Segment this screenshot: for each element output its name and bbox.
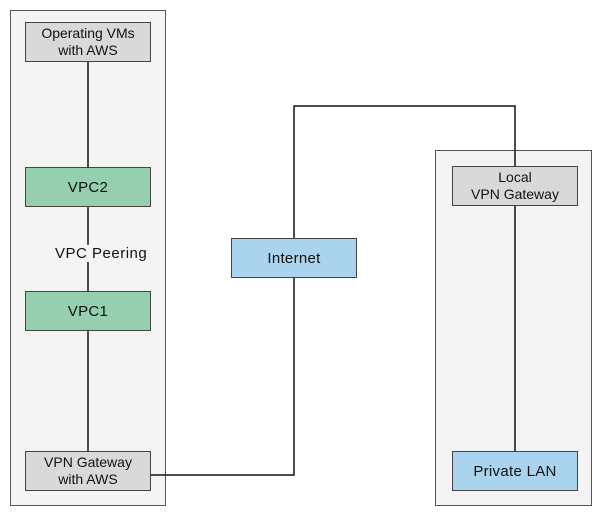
aws-vpn-gateway-line2: with AWS — [58, 471, 118, 487]
local-vpn-gateway-line1: Local — [498, 169, 532, 185]
vpc-peering-label: VPC Peering — [53, 245, 150, 262]
local-vpn-gateway-line2: VPN Gateway — [471, 186, 559, 202]
internet-label: Internet — [267, 249, 321, 267]
local-vpn-gateway-box: Local VPN Gateway — [452, 166, 578, 206]
connector-internet-local-gateway — [293, 105, 516, 238]
private-lan-label: Private LAN — [473, 462, 557, 480]
private-lan-box: Private LAN — [452, 451, 578, 491]
vpc2-box: VPC2 — [25, 167, 151, 207]
aws-vms-line2: with AWS — [58, 42, 118, 58]
aws-vpn-gateway-box: VPN Gateway with AWS — [25, 451, 151, 491]
internet-box: Internet — [231, 238, 357, 278]
vpc1-box: VPC1 — [25, 291, 151, 331]
on-premises-panel — [435, 150, 592, 506]
vpc1-label: VPC1 — [67, 302, 109, 320]
vpc2-label: VPC2 — [67, 178, 109, 196]
aws-vms-box: Operating VMs with AWS — [25, 22, 151, 62]
aws-vms-line1: Operating VMs — [41, 25, 135, 41]
connector-gateway-internet — [151, 278, 295, 476]
aws-vpn-gateway-line1: VPN Gateway — [44, 454, 132, 470]
